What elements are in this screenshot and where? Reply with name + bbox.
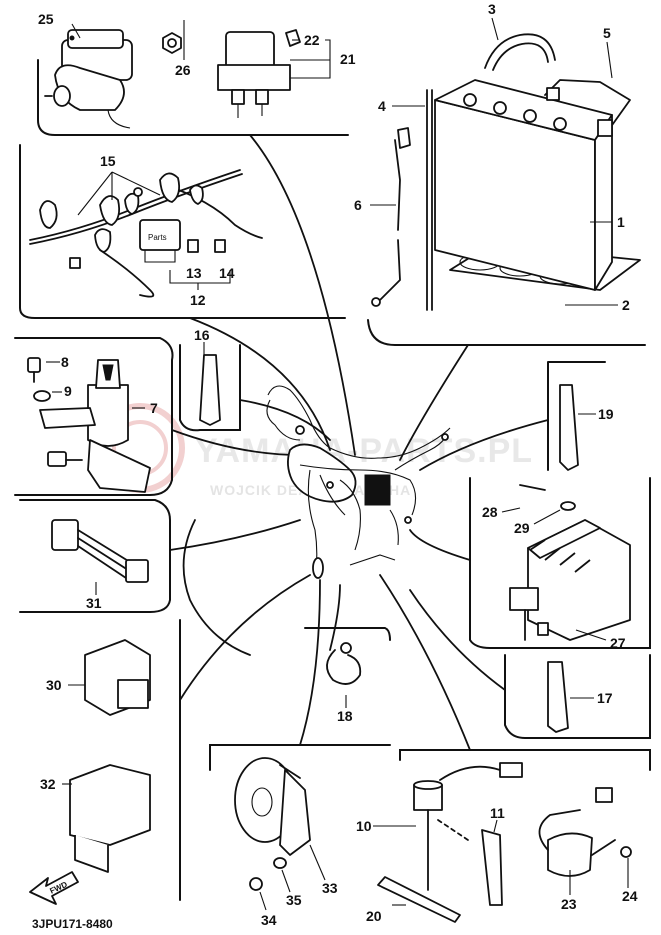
frame-horn — [209, 744, 391, 771]
sensors — [377, 762, 632, 923]
section-frames — [14, 59, 651, 901]
module-32 — [69, 764, 151, 873]
nut-26 — [162, 32, 182, 54]
module-30 — [84, 639, 151, 716]
callout-12: 12 — [190, 292, 206, 308]
callout-1: 1 — [617, 214, 625, 230]
plug-31 — [51, 519, 149, 583]
cable-ties — [199, 354, 579, 733]
leader-15 — [77, 171, 161, 216]
callout-4: 4 — [378, 98, 386, 114]
battery-strap — [484, 33, 556, 69]
callout-32: 32 — [40, 776, 56, 792]
callout-26: 26 — [175, 62, 191, 78]
callout-14: 14 — [219, 265, 235, 281]
callout-33: 33 — [322, 880, 338, 896]
leader-12 — [169, 270, 231, 290]
callout-25: 25 — [38, 11, 54, 27]
ground-lead — [379, 139, 401, 301]
callout-19: 19 — [598, 406, 614, 422]
callout-2: 2 — [622, 297, 630, 313]
callout-27: 27 — [610, 635, 626, 651]
frame-wiring — [19, 144, 346, 319]
frame-switch — [14, 337, 174, 496]
horn — [234, 757, 311, 891]
fwd-arrow: FWD — [29, 871, 79, 905]
callout-28: 28 — [482, 504, 498, 520]
callout-21: 21 — [340, 51, 356, 67]
callout-labels: 1 2 3 4 5 6 7 8 9 10 11 12 13 14 15 16 1… — [38, 1, 638, 928]
callout-15: 15 — [100, 153, 116, 169]
main-switch — [27, 357, 151, 493]
callout-leaders — [46, 17, 629, 911]
battery — [371, 33, 641, 311]
frame-tie16 — [179, 344, 241, 432]
frame-tie17 — [504, 654, 651, 739]
frame-top-left — [37, 59, 349, 136]
fuse-box-text: Parts — [148, 233, 167, 242]
harness-ecu-box — [364, 474, 391, 506]
callout-35: 35 — [286, 892, 302, 908]
callout-13: 13 — [186, 265, 202, 281]
callout-30: 30 — [46, 677, 62, 693]
callout-20: 20 — [366, 908, 382, 924]
callout-7: 7 — [150, 400, 158, 416]
clip-18 — [326, 642, 362, 685]
rectifier — [509, 484, 631, 641]
callout-8: 8 — [61, 354, 69, 370]
fuse-box — [139, 219, 181, 251]
frame-battery — [367, 319, 646, 346]
callout-18: 18 — [337, 708, 353, 724]
frame-rectifier — [469, 477, 651, 649]
callout-11: 11 — [490, 805, 505, 821]
frame-tie19 — [547, 361, 606, 471]
harness-connector — [312, 557, 324, 579]
callout-5: 5 — [603, 25, 611, 41]
callout-10: 10 — [356, 818, 372, 834]
diagram-code: 3JPU171-8480 — [32, 917, 113, 931]
callout-31: 31 — [86, 595, 102, 611]
callout-9: 9 — [64, 383, 72, 399]
frame-clip18 — [304, 627, 391, 641]
frame-plug31 — [19, 499, 171, 613]
connector-lines — [169, 134, 549, 751]
callout-16: 16 — [194, 327, 210, 343]
callout-24: 24 — [622, 888, 638, 904]
callout-3: 3 — [488, 1, 496, 17]
callout-22: 22 — [304, 32, 320, 48]
callout-6: 6 — [354, 197, 362, 213]
battery-lead — [544, 79, 631, 129]
wiring-clamps: Parts — [29, 169, 263, 298]
ignition-coil — [44, 29, 133, 129]
callout-34: 34 — [261, 912, 277, 928]
starter-relay — [217, 29, 301, 118]
callout-17: 17 — [597, 690, 613, 706]
callout-29: 29 — [514, 520, 530, 536]
frame-sensors — [399, 749, 651, 771]
callout-23: 23 — [561, 896, 577, 912]
wire-harness — [266, 385, 451, 579]
